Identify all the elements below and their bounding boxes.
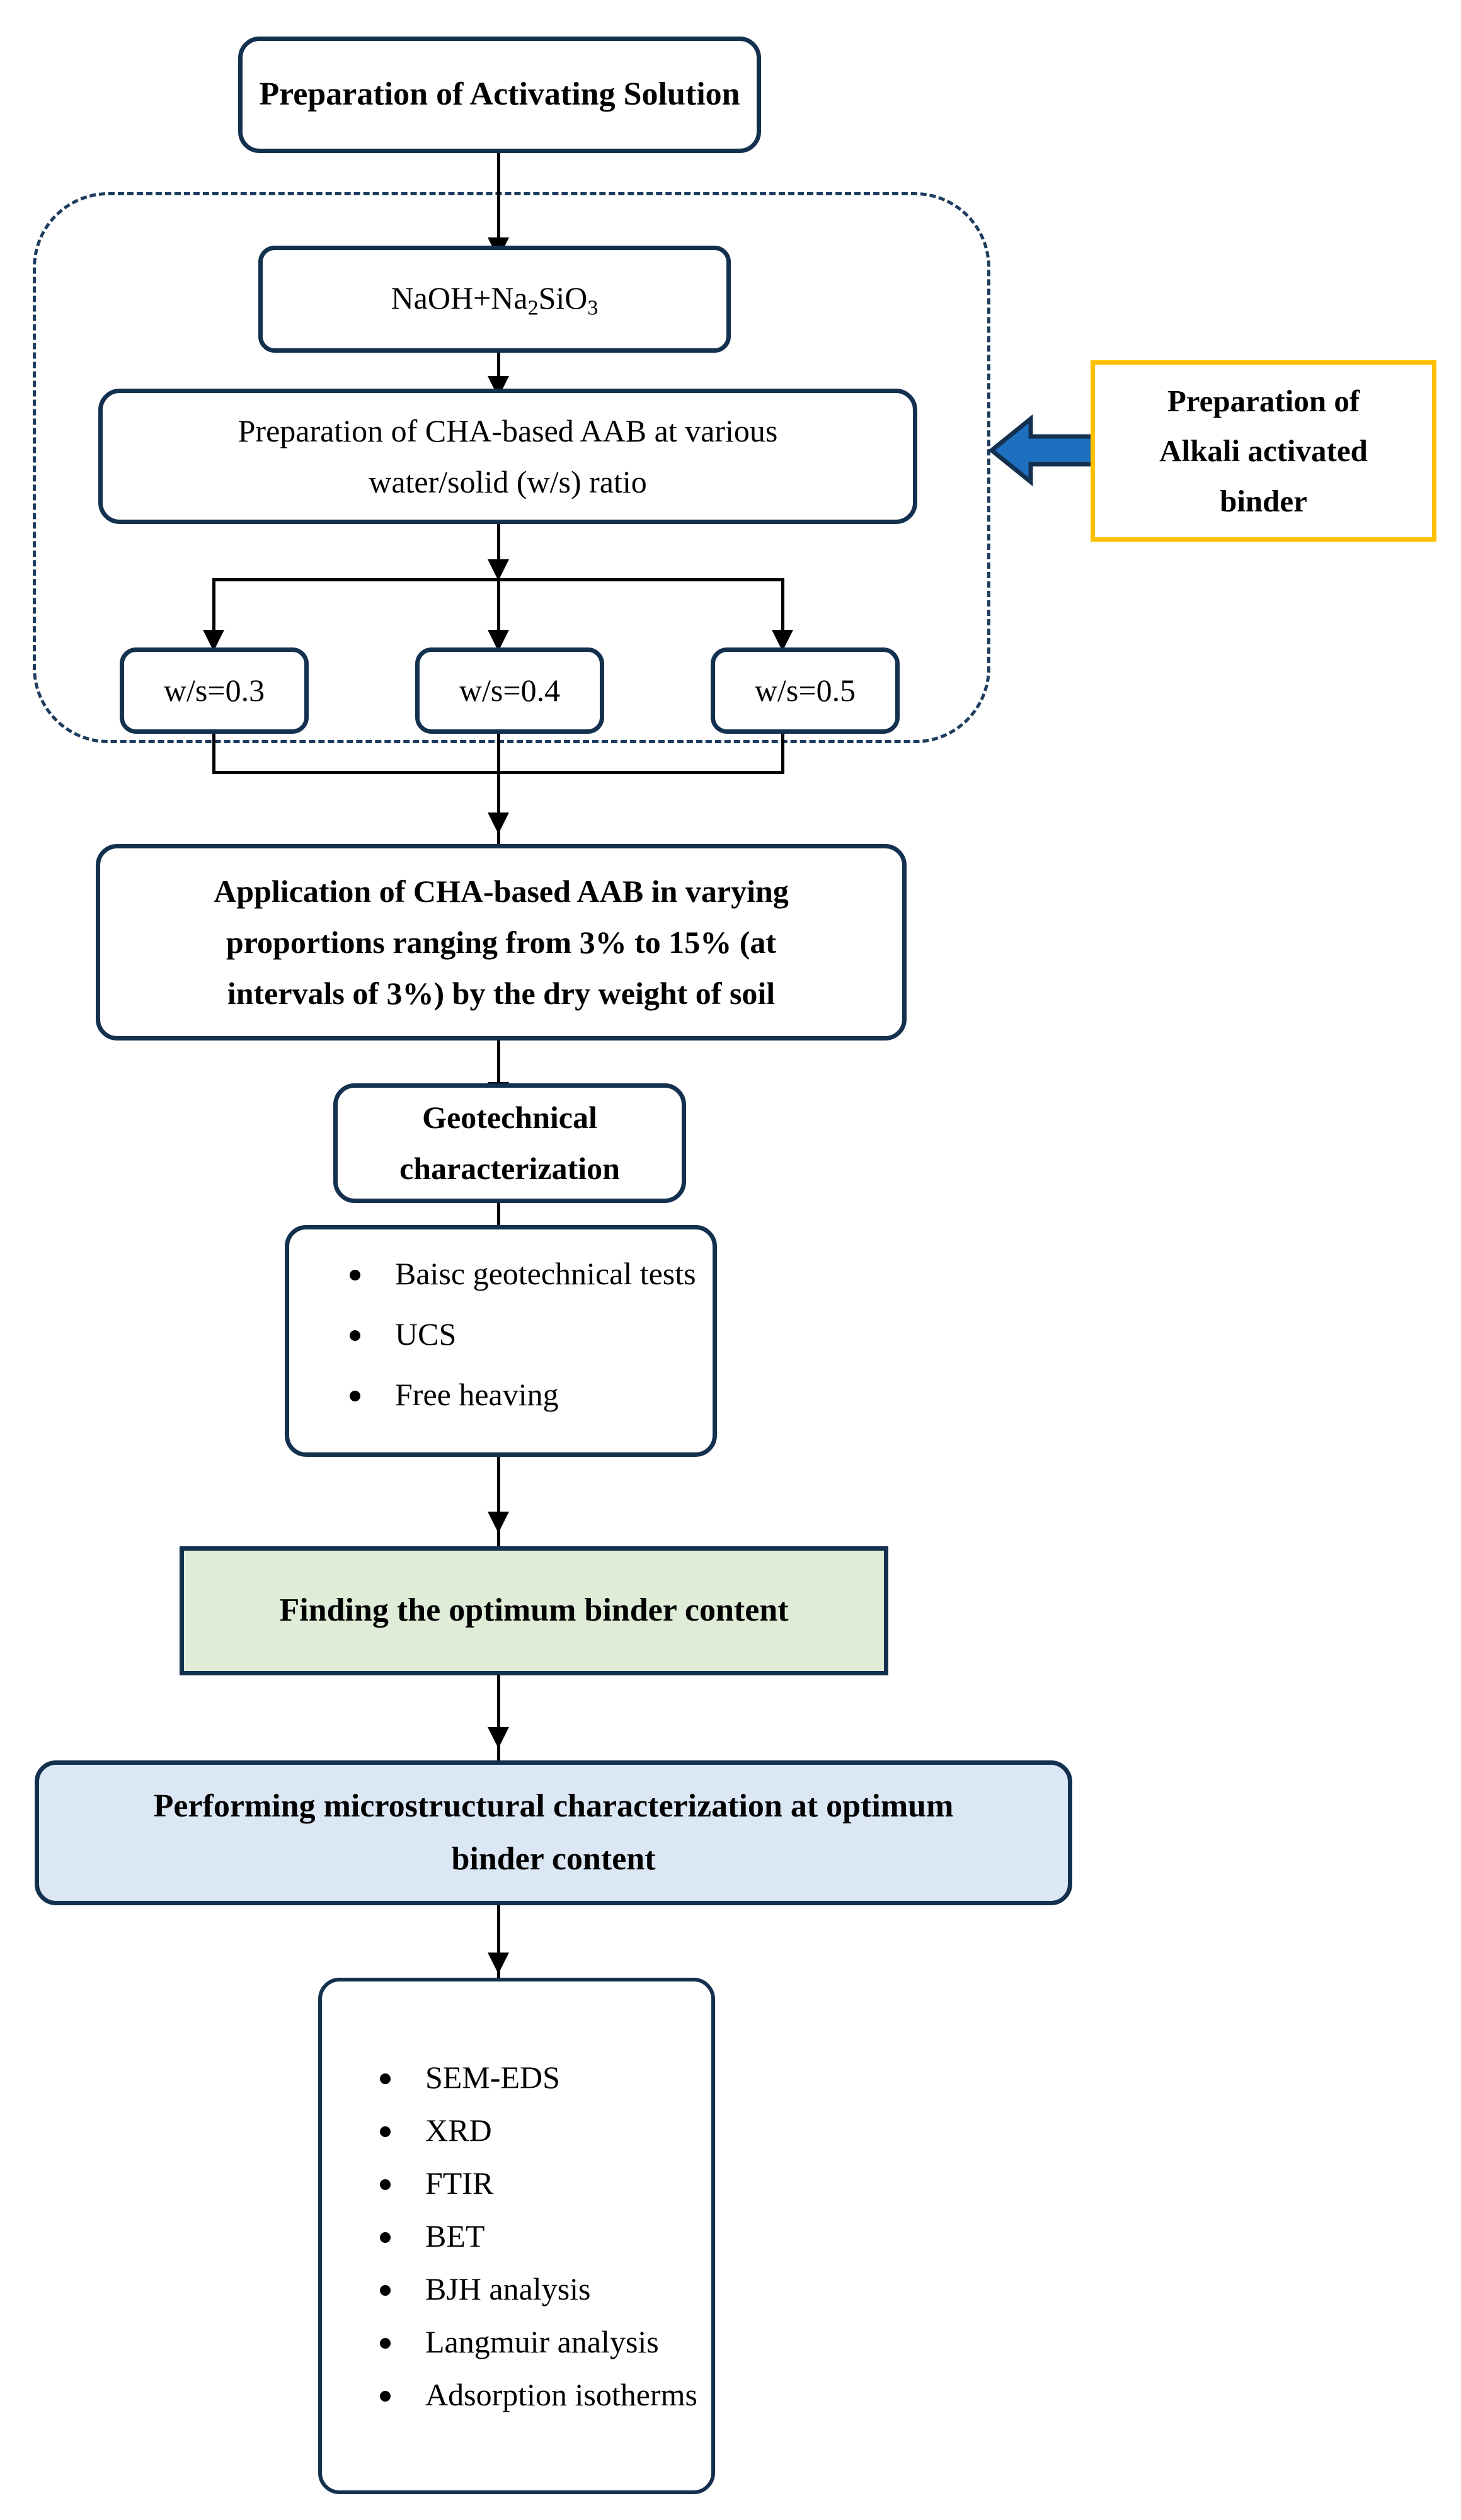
callout-line1: Preparation of	[1167, 383, 1360, 418]
connector-tests-to-optimum	[497, 1457, 500, 1551]
geotechnical-tests-list: Baisc geotechnical tests UCS Free heavin…	[302, 1250, 700, 1432]
node-geotech-line2: characterization	[399, 1151, 620, 1186]
node-application-line3: intervals of 3%) by the dry weight of so…	[227, 975, 776, 1011]
arrowhead-aab-prep-to-split	[488, 559, 509, 581]
node-aab-preparation-line2: water/solid (w/s) ratio	[369, 464, 647, 499]
node-optimum-binder-content-label: Finding the optimum binder content	[279, 1592, 789, 1629]
node-activating-solution[interactable]: Preparation of Activating Solution	[238, 37, 761, 153]
connector-ws-03-to-merge	[212, 734, 215, 773]
node-reagents-label: NaOH+Na2SiO3	[391, 280, 599, 320]
node-application-line2: proportions ranging from 3% to 15% (at	[226, 924, 777, 960]
list-item: BET	[376, 2213, 701, 2259]
list-item: FTIR	[376, 2160, 701, 2206]
node-ws-ratio-0-4-label: w/s=0.4	[459, 673, 561, 708]
node-activating-solution-label: Preparation of Activating Solution	[259, 76, 740, 113]
callout-line2: Alkali activated	[1159, 433, 1368, 469]
node-aab-preparation-line1: Preparation of CHA-based AAB at various	[238, 413, 778, 448]
node-application-proportions[interactable]: Application of CHA-based AAB in varying …	[96, 844, 907, 1040]
list-item: Adsorption isotherms	[376, 2371, 701, 2418]
node-reagents[interactable]: NaOH+Na2SiO3	[258, 246, 731, 353]
node-geotechnical-characterization[interactable]: Geotechnical characterization	[333, 1083, 686, 1203]
arrowhead-optimum-to-microstructural	[488, 1727, 509, 1748]
node-ws-ratio-0-5-label: w/s=0.5	[754, 673, 856, 708]
node-application-line1: Application of CHA-based AAB in varying	[214, 873, 789, 909]
connector-aab-prep-to-split	[497, 524, 500, 581]
connector-application-to-geotech	[497, 1040, 500, 1122]
node-ws-ratio-0-3-label: w/s=0.3	[163, 673, 265, 708]
node-microstructural-line2: binder content	[451, 1841, 656, 1877]
microstructural-techniques-list: SEM-EDS XRD FTIR BET BJH analysis Langmu…	[332, 2054, 701, 2418]
node-geotech-line1: Geotechnical	[422, 1100, 597, 1135]
node-microstructural-characterization[interactable]: Performing microstructural characterizat…	[35, 1760, 1072, 1905]
node-ws-ratio-0-5[interactable]: w/s=0.5	[711, 647, 900, 734]
node-microstructural-techniques-list[interactable]: SEM-EDS XRD FTIR BET BJH analysis Langmu…	[318, 1978, 715, 2494]
list-item: UCS	[346, 1311, 700, 1357]
node-geotechnical-tests-list[interactable]: Baisc geotechnical tests UCS Free heavin…	[285, 1225, 717, 1457]
connector-split-to-ws-03	[212, 578, 215, 653]
node-aab-preparation[interactable]: Preparation of CHA-based AAB at various …	[98, 389, 917, 524]
list-item: BJH analysis	[376, 2266, 701, 2312]
arrowhead-microstructural-to-techniques	[488, 1953, 509, 1974]
arrowhead-merge-to-application	[488, 812, 509, 834]
node-optimum-binder-content[interactable]: Finding the optimum binder content	[180, 1546, 888, 1675]
connector-split-to-ws-04	[497, 578, 500, 653]
connector-ws-05-to-merge	[781, 734, 784, 773]
list-item: Free heaving	[346, 1371, 700, 1418]
connector-merge-to-application	[497, 734, 500, 850]
node-ws-ratio-0-3[interactable]: w/s=0.3	[120, 647, 309, 734]
reagents-subscript-2: 2	[527, 296, 539, 320]
list-item: Baisc geotechnical tests	[346, 1250, 700, 1297]
connector-optimum-to-microstructural	[497, 1675, 500, 1767]
list-item: SEM-EDS	[376, 2054, 701, 2101]
list-item: XRD	[376, 2107, 701, 2153]
list-item: Langmuir analysis	[376, 2318, 701, 2365]
node-callout-alkali-activated-binder[interactable]: Preparation of Alkali activated binder	[1091, 360, 1436, 542]
binder-preparation-group-boundary	[33, 192, 990, 743]
connector-activating-to-reagents	[497, 153, 500, 248]
node-ws-ratio-0-4[interactable]: w/s=0.4	[415, 647, 604, 734]
node-microstructural-line1: Performing microstructural characterizat…	[153, 1787, 954, 1824]
connector-microstructural-to-techniques	[497, 1905, 500, 1993]
reagents-subscript-3: 3	[587, 296, 599, 320]
arrowhead-tests-to-optimum	[488, 1512, 509, 1533]
connector-split-to-ws-05	[781, 578, 784, 653]
callout-line3: binder	[1220, 483, 1307, 518]
